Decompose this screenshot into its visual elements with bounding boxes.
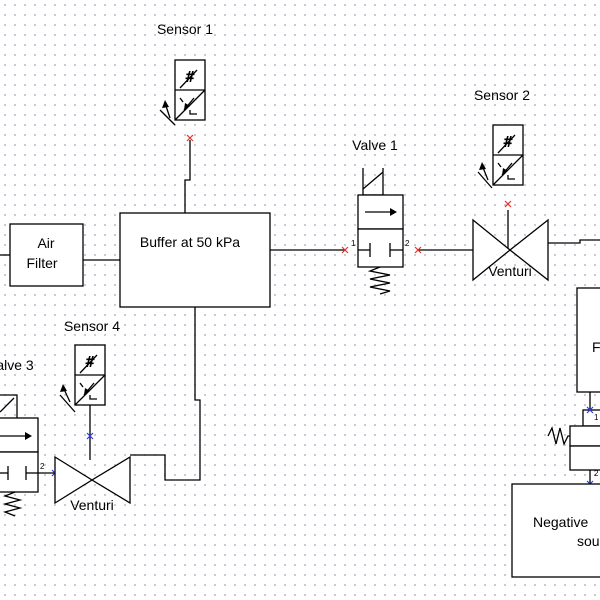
sensor-4-label: Sensor 4: [64, 318, 120, 334]
buffer-label: Buffer at 50 kPa: [140, 234, 240, 250]
venturi-top-label: Venturi: [488, 263, 532, 279]
right-valve[interactable]: 1 2: [547, 406, 600, 488]
air-filter-label-line2: Filter: [26, 255, 57, 271]
negative-source-label-line1: Negative: [533, 514, 588, 530]
valve-1-label: Valve 1: [352, 137, 398, 153]
sensor-1[interactable]: Sensor 1 #: [157, 21, 213, 142]
sensor-4[interactable]: Sensor 4 #: [59, 318, 120, 440]
air-filter[interactable]: Air Filter: [9, 223, 84, 287]
negative-source[interactable]: Negative sou: [511, 483, 600, 578]
negative-source-label-line2: sou: [577, 533, 600, 549]
valve-3-port-2: 2: [40, 462, 45, 471]
sensor-1-label: Sensor 1: [157, 21, 213, 37]
valve-1-port-2: 2: [405, 239, 410, 248]
buffer-tank[interactable]: Buffer at 50 kPa: [119, 212, 271, 308]
valve-1[interactable]: Valve 1 1 2: [341, 137, 422, 295]
wires: [0, 140, 600, 484]
air-filter-label-line1: Air: [37, 235, 54, 251]
right-component-label: F: [592, 339, 600, 355]
venturi-bottom-label: Venturi: [70, 497, 114, 513]
right-valve-port-1: 1: [594, 413, 599, 422]
venturi-top[interactable]: Venturi: [472, 218, 549, 282]
valve-1-port-1: 1: [351, 239, 356, 248]
sensor-2[interactable]: Sensor 2 #: [474, 87, 530, 208]
venturi-bottom[interactable]: Venturi: [54, 455, 131, 513]
valve-3-label: alve 3: [0, 357, 34, 373]
right-valve-port-2: 2: [594, 469, 599, 478]
sensor-2-label: Sensor 2: [474, 87, 530, 103]
right-component-box[interactable]: F: [576, 287, 600, 393]
valve-3[interactable]: alve 3 2: [0, 357, 59, 517]
